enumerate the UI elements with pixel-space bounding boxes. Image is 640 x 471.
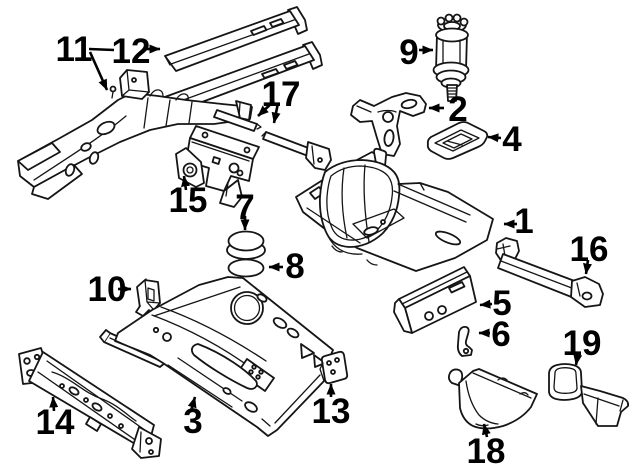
part-8-floor-plug-ring-drawing [227,258,265,278]
callout-2-label: 2 [448,90,467,129]
callout-8[interactable]: 8 [268,247,305,286]
callout-16-label: 16 [570,230,609,269]
callout-5[interactable]: 5 [479,284,512,323]
callout-6-label: 6 [491,315,510,354]
part-14-lower-crossmember-drawing [18,347,162,459]
callout-15-label: 15 [169,181,208,220]
callout-4-label: 4 [502,120,522,159]
callout-19-label: 19 [563,324,602,363]
callout-2[interactable]: 2 [428,90,468,129]
part-6-hook-bracket-drawing [456,325,473,357]
callout-9-label: 9 [399,33,418,72]
part-3-center-floor-pan-drawing [99,276,334,437]
callout-16[interactable]: 16 [570,230,609,275]
callout-10-label: 10 [88,270,127,309]
part-9-bump-stop-drawing [432,13,470,102]
callout-17[interactable]: 17 [257,75,301,124]
callout-11[interactable]: 11 [56,30,115,91]
callout-3-label: 3 [183,402,202,441]
callout-18[interactable]: 18 [467,423,506,471]
part-5-channel-bracket-drawing [393,266,477,334]
part-2-tri-arm-bracket-drawing [350,92,427,157]
callout-3[interactable]: 3 [183,396,203,441]
callout-13-label: 13 [312,392,351,431]
callout-12[interactable]: 12 [112,32,161,71]
part-4-tray-bracket-drawing [426,121,489,160]
part-1-rear-floor-pan-drawing [295,147,494,272]
callout-18-label: 18 [467,432,506,471]
callout-19[interactable]: 19 [563,324,602,366]
part-16-crossmember-bar-drawing [495,237,604,308]
callout-12-label: 12 [112,32,151,71]
callout-10[interactable]: 10 [88,270,132,309]
part-18-shield-bracket-drawing [447,368,538,430]
part-7-floor-plug-drawing [226,230,266,260]
callout-14[interactable]: 14 [36,396,75,442]
callout-6[interactable]: 6 [478,315,511,354]
callout-17-label: 17 [262,75,301,114]
callout-1-label: 1 [514,202,533,241]
callout-9[interactable]: 9 [399,33,434,72]
part-19-cup-bracket-drawing [548,363,630,427]
callout-11-label: 11 [56,30,93,69]
part-13-mounting-plate-drawing [319,350,349,385]
callout-14-label: 14 [36,403,75,442]
callout-15[interactable]: 15 [169,175,208,220]
callout-7[interactable]: 7 [235,188,255,231]
callout-8-label: 8 [285,247,304,286]
callout-7-label: 7 [235,188,254,227]
part-11-frame-rail-drawing [17,69,253,200]
part-17-rail-extensions-drawing [213,100,332,171]
callout-4[interactable]: 4 [487,120,522,159]
callout-5-label: 5 [492,284,511,323]
callout-13[interactable]: 13 [312,383,351,431]
callout-1[interactable]: 1 [503,202,534,241]
